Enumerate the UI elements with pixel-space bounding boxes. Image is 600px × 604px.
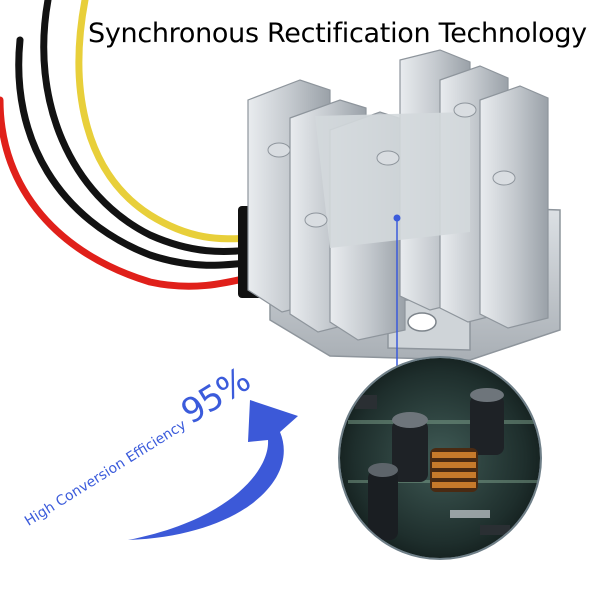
wire-red [0,96,260,290]
pcb-inset [338,356,542,560]
pointer-dot [393,214,401,222]
inductor-coil-icon [430,448,478,492]
efficiency-arrow-icon [128,400,298,540]
wire-yellow [75,0,254,243]
capacitor-icon [368,463,398,540]
wire-black [40,0,256,255]
heatsink-pegs [267,102,516,228]
converter-housing [247,49,561,361]
capacitor-icon [470,388,504,455]
wire-bundle [0,0,260,290]
wire-black [15,36,258,269]
capacitor-icon [392,412,428,482]
headline-title: Synchronous Rectification Technology [88,18,587,49]
